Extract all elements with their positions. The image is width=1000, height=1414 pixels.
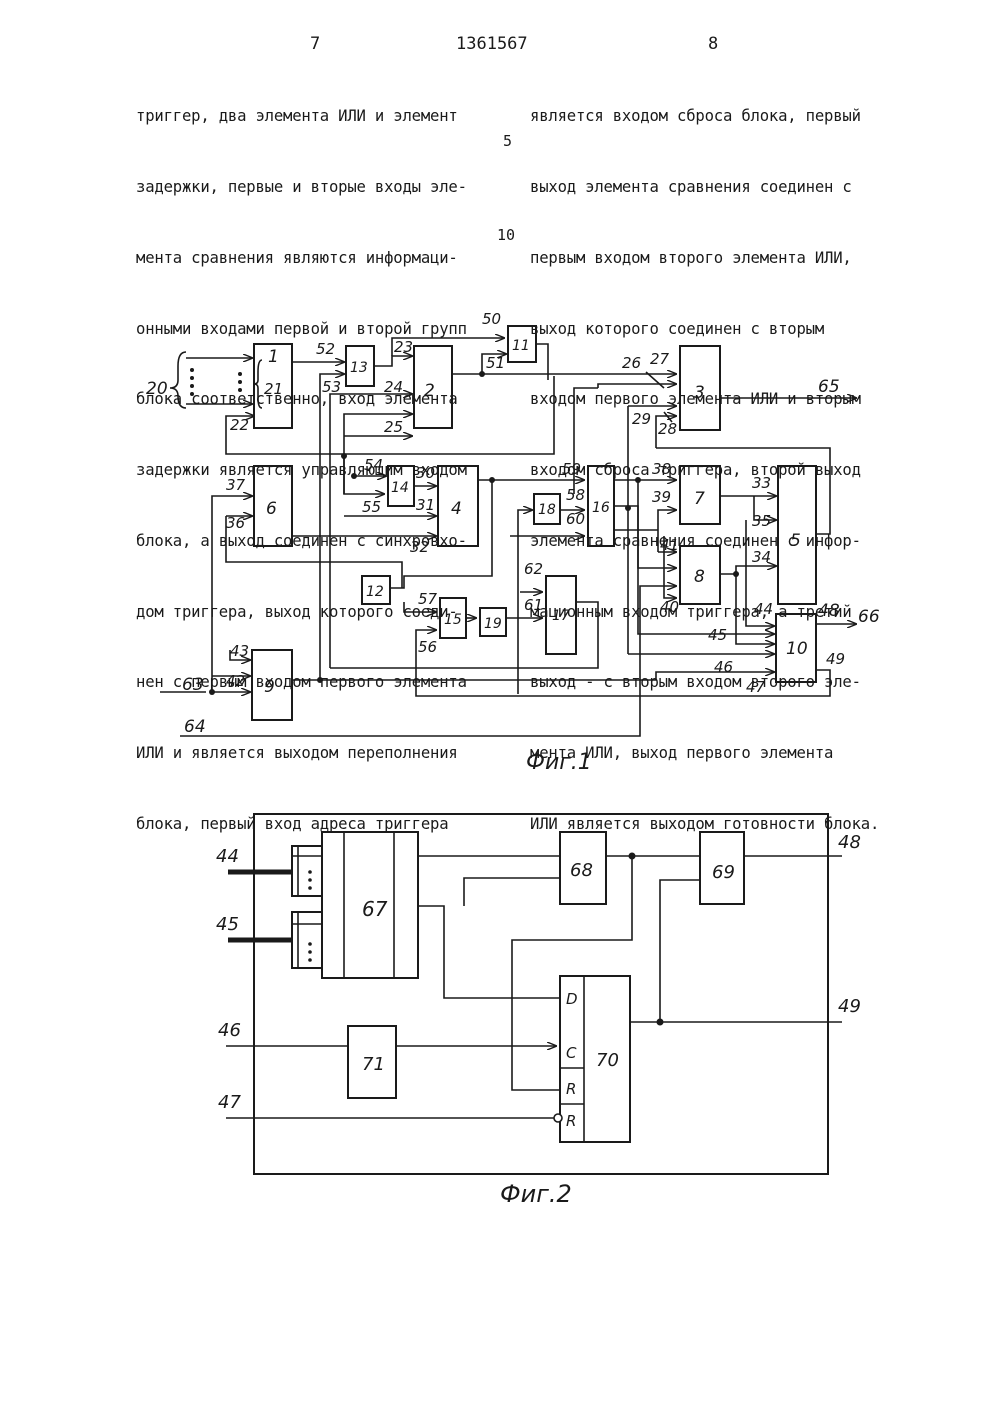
wire-label: 36 [226, 514, 245, 532]
wire-label: 23 [394, 338, 413, 356]
io-label: 49 [838, 996, 861, 1017]
wire-label: 42 [226, 672, 245, 690]
block-number: 71 [362, 1054, 385, 1075]
block-number: 14 [391, 480, 409, 496]
block-number: 6 [266, 499, 277, 519]
block-number: 11 [512, 338, 530, 354]
block-number: 13 [350, 360, 368, 376]
block-number: 7 [694, 489, 705, 509]
input-register-45 [292, 912, 322, 968]
wire-label: 52 [316, 340, 335, 358]
wire-label: 34 [752, 548, 771, 566]
wire-label: 21 [264, 380, 283, 398]
block-number: 69 [712, 862, 735, 883]
block-number: 3 [694, 383, 705, 403]
block-number: 9 [264, 677, 275, 697]
wire-label: 31 [416, 496, 435, 514]
wire-label: 20 [146, 379, 168, 399]
wire-label: 65 [818, 377, 840, 397]
block-number: 10 [786, 639, 808, 659]
wire-label: 35 [752, 512, 771, 530]
io-label: 48 [838, 832, 861, 853]
block-number: 8 [694, 567, 705, 587]
figure-2-schematic: 67 68 69 70 71 D C R R 44 45 46 47 48 49 [216, 814, 861, 1174]
block-number: 68 [570, 860, 593, 881]
wire-label: 47 [746, 678, 766, 696]
wire-label: 30 [416, 464, 435, 482]
input-bus-20 [170, 352, 262, 408]
wire-label: 50 [482, 310, 501, 328]
wire-label: 46 [714, 658, 733, 676]
block-number: 16 [592, 500, 610, 516]
wire-label: 41 [660, 536, 679, 554]
wire-label: 40 [660, 598, 679, 616]
wire-label: 51 [486, 354, 505, 372]
wire-label: 37 [226, 476, 246, 494]
block-number: 4 [451, 499, 462, 519]
wire-label: 22 [230, 416, 249, 434]
wire-label: 49 [826, 650, 845, 668]
wire-label: 44 [754, 600, 773, 618]
trigger-pin-R2: R [566, 1112, 576, 1130]
io-label: 46 [218, 1020, 241, 1041]
wire-label: 54 [364, 456, 383, 474]
wire-label: 53 [322, 378, 341, 396]
block-number: 17 [552, 608, 570, 624]
figure-2-caption: Фиг.2 [500, 1180, 572, 1208]
block-number: 19 [484, 616, 502, 632]
wire-label: 55 [362, 498, 381, 516]
trigger-pin-R: R [566, 1080, 576, 1098]
wire-label: 27 [650, 350, 670, 368]
wire-label: 26 [622, 354, 641, 372]
wire-label: 62 [524, 560, 543, 578]
wire-label: 64 [184, 717, 206, 737]
block-number: 67 [362, 897, 388, 921]
block-number: 18 [538, 502, 556, 518]
wire-label: 63 [182, 675, 204, 695]
trigger-pin-C: C [566, 1044, 577, 1062]
wire-label: 28 [658, 420, 677, 438]
wire-label: 43 [230, 642, 249, 660]
wire-label: 48 [818, 601, 840, 621]
trigger-pin-D: D [566, 990, 578, 1008]
wire-label: 39 [652, 488, 671, 506]
block-number: 5 [790, 531, 801, 551]
fig2-outer-frame [254, 814, 828, 1174]
wire-label: 66 [858, 607, 880, 627]
fig2-labels: 67 68 69 70 71 D C R R 44 45 46 47 48 49 [216, 832, 861, 1130]
wire-label: 24 [384, 378, 403, 396]
io-label: 44 [216, 846, 239, 867]
wire-label: 29 [632, 410, 651, 428]
block-number: 1 [268, 347, 279, 367]
block-number: 70 [596, 1050, 619, 1071]
figure-1-schematic: 1 2 3 4 5 6 7 8 9 10 11 12 13 14 15 16 1… [146, 310, 880, 737]
wire-label: 58 [566, 486, 585, 504]
io-label: 45 [216, 914, 239, 935]
input-register-44 [292, 846, 322, 896]
wire-label: 60 [566, 510, 585, 528]
block-number: 12 [366, 584, 384, 600]
wire-label: 25 [384, 418, 403, 436]
figure-1-caption: Фиг.1 [526, 750, 592, 775]
io-label: 47 [218, 1092, 241, 1113]
wire-label: 32 [410, 538, 429, 556]
wire-label: 45 [708, 626, 727, 644]
wire-label: 61 [524, 596, 543, 614]
block-number: 15 [444, 612, 462, 628]
wire-label: 38 [652, 460, 671, 478]
wire-label: 57 [418, 590, 438, 608]
block-number: 2 [424, 381, 435, 401]
wire-label: 59 [562, 460, 581, 478]
wire-label: 56 [418, 638, 437, 656]
wire-label: 33 [752, 474, 771, 492]
